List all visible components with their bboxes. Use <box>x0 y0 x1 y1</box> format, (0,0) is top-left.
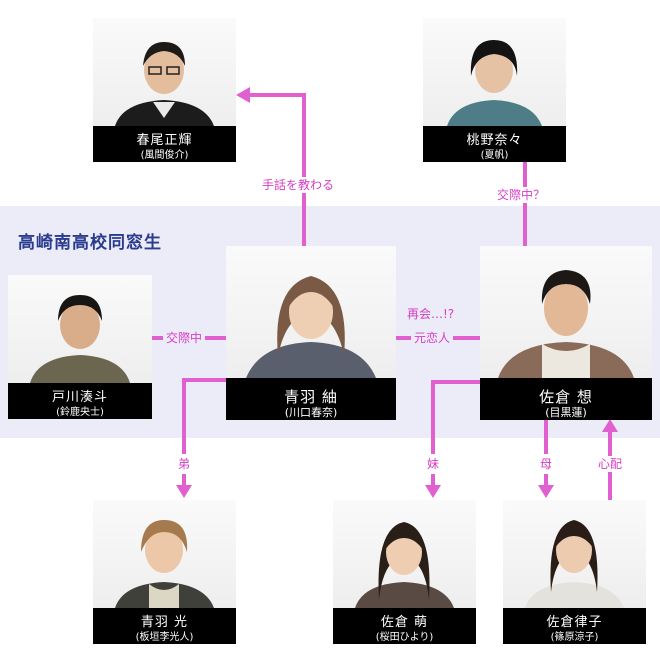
caption: 戸川湊斗 (鈴鹿央士) <box>8 387 152 419</box>
arrowhead-haruo <box>236 87 250 103</box>
character-card-hikari[interactable]: 青羽 光 (板垣李光人) <box>93 500 236 644</box>
actor-name: (川口春奈) <box>284 406 338 419</box>
character-card-moe[interactable]: 佐倉 萌 (桜田ひより) <box>333 500 476 644</box>
group-title: 高崎南高校同窓生 <box>18 233 162 253</box>
caption: 春尾正輝 (風間俊介) <box>93 130 236 162</box>
character-name: 戸川湊斗 <box>51 390 108 405</box>
relation-label-younger-sister: 妹 <box>426 454 441 474</box>
caption: 佐倉律子 (篠原涼子) <box>503 612 646 644</box>
connector-tsumugi-haruo <box>248 93 306 246</box>
character-name: 佐倉 想 <box>539 388 593 406</box>
portrait-photo <box>226 246 396 378</box>
arrowhead-ritsuko <box>538 485 554 498</box>
relation-label-dating: 交際中 <box>163 330 206 346</box>
character-name: 佐倉 萌 <box>380 615 429 630</box>
character-card-ritsuko[interactable]: 佐倉律子 (篠原涼子) <box>503 500 646 644</box>
caption: 佐倉 萌 (桜田ひより) <box>333 612 476 644</box>
character-name: 青羽 光 <box>140 615 189 630</box>
character-name: 春尾正輝 <box>136 133 193 148</box>
relation-label-ex-lover: 元恋人 <box>411 330 454 346</box>
relation-label-sign-language: 手話を教わる <box>259 177 338 193</box>
relation-label-dating-question: 交際中？ <box>494 187 549 203</box>
character-card-so[interactable]: 佐倉 想 (目黒蓮) <box>480 246 652 420</box>
portrait-photo <box>503 500 646 608</box>
caption: 佐倉 想 (目黒蓮) <box>480 384 652 420</box>
relation-label-reunion: 再会…!? <box>404 306 458 322</box>
relation-label-younger-brother: 弟 <box>177 454 192 474</box>
actor-name: (目黒蓮) <box>545 406 587 419</box>
actor-name: (夏帆) <box>480 150 509 161</box>
portrait-photo <box>423 18 566 126</box>
arrowhead-hikari <box>176 485 192 498</box>
actor-name: (鈴鹿央士) <box>56 407 104 418</box>
portrait-photo <box>8 275 152 383</box>
character-name: 青羽 紬 <box>284 388 338 406</box>
portrait-photo <box>333 500 476 608</box>
connector-so-moe <box>431 380 480 488</box>
relation-label-worry: 心配 <box>595 456 626 472</box>
character-card-haruo[interactable]: 春尾正輝 (風間俊介) <box>93 18 236 162</box>
character-card-momono[interactable]: 桃野奈々 (夏帆) <box>423 18 566 162</box>
caption: 青羽 紬 (川口春奈) <box>226 384 396 420</box>
character-card-togawa[interactable]: 戸川湊斗 (鈴鹿央士) <box>8 275 152 419</box>
relation-label-mother: 母 <box>539 454 554 474</box>
portrait-photo <box>93 18 236 126</box>
arrowhead-moe <box>425 485 441 498</box>
actor-name: (桜田ひより) <box>375 632 434 643</box>
portrait-photo <box>93 500 236 608</box>
character-name: 佐倉律子 <box>546 615 603 630</box>
character-name: 桃野奈々 <box>466 133 523 148</box>
connector-tsumugi-hikari <box>182 378 226 488</box>
arrowhead-so <box>602 419 618 432</box>
actor-name: (板垣李光人) <box>135 632 194 643</box>
caption: 桃野奈々 (夏帆) <box>423 130 566 162</box>
caption: 青羽 光 (板垣李光人) <box>93 612 236 644</box>
portrait-photo <box>480 246 652 378</box>
character-card-tsumugi[interactable]: 青羽 紬 (川口春奈) <box>226 246 396 420</box>
actor-name: (篠原涼子) <box>550 632 599 643</box>
actor-name: (風間俊介) <box>140 150 189 161</box>
